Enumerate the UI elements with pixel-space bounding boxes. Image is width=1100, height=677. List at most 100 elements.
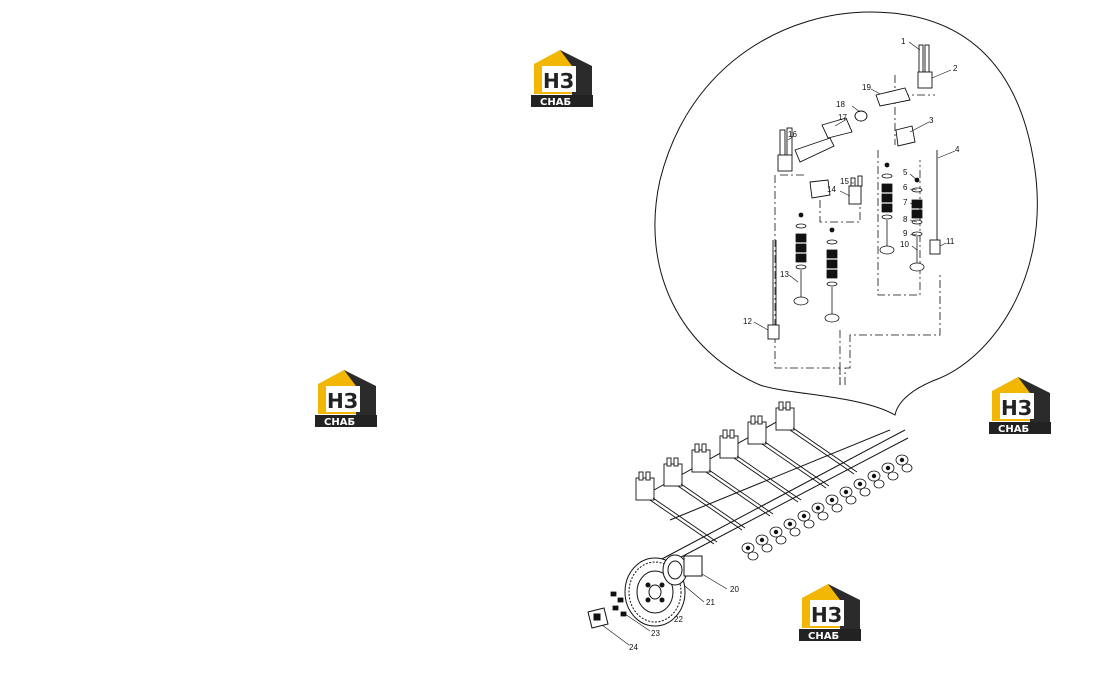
cam-lobe <box>859 487 871 497</box>
cam-lobe-center <box>871 473 877 479</box>
camshaft-assembly <box>644 419 909 567</box>
push-rod <box>764 441 830 487</box>
callout-18: 18 <box>836 100 845 109</box>
rocker-arm-bolt <box>750 415 756 425</box>
watermark-mark: НЗ <box>1001 396 1032 420</box>
cam-lobe <box>873 479 885 489</box>
push-rod <box>733 457 799 503</box>
push-rod <box>736 455 802 501</box>
rocker-arm-bolt <box>778 401 784 411</box>
camshaft-hub <box>662 554 703 586</box>
rocker-arm-bolt <box>694 443 700 453</box>
cam-lobe-center <box>899 457 905 463</box>
callout-24: 24 <box>629 643 638 652</box>
watermark-logo: НЗ СНАБ <box>314 368 378 428</box>
cam-lobe-center <box>745 545 751 551</box>
cam-lobe-center <box>759 537 765 543</box>
rocker-arm-bolt <box>673 457 679 467</box>
push-rod <box>789 429 855 475</box>
callout-16: 16 <box>788 130 797 139</box>
thrust-plate <box>587 607 609 629</box>
callout-13: 13 <box>780 270 789 279</box>
cam-lobe-center <box>801 513 807 519</box>
rocker-arm-bolt <box>757 415 763 425</box>
callout-19: 19 <box>862 83 871 92</box>
gear-bolts <box>610 591 627 617</box>
cam-lobe <box>887 471 899 481</box>
cam-lobe <box>747 551 759 561</box>
callout-10: 10 <box>900 240 909 249</box>
cam-lobe-center <box>857 481 863 487</box>
watermark-word: СНАБ <box>540 97 571 108</box>
cam-lobe <box>761 543 773 553</box>
rocker-arm-block <box>635 477 655 501</box>
watermark-mark: НЗ <box>811 603 842 627</box>
callout-8: 8 <box>903 215 908 224</box>
cam-lobe <box>803 519 815 529</box>
cam-lobe-center <box>773 529 779 535</box>
callout-17: 17 <box>838 113 847 122</box>
cam-lobes <box>741 454 913 561</box>
rocker-arms <box>635 401 858 545</box>
callout-14: 14 <box>827 185 836 194</box>
push-rod <box>652 497 718 543</box>
rocker-arm-block <box>719 435 739 459</box>
rocker-arm-block <box>691 449 711 473</box>
rocker-arm-block <box>663 463 683 487</box>
push-rod <box>680 483 746 529</box>
callout-6: 6 <box>903 183 908 192</box>
push-rod <box>649 499 715 545</box>
left-valve-stacks <box>793 212 840 323</box>
callout-3: 3 <box>929 116 934 125</box>
callout-1: 1 <box>901 37 906 46</box>
watermark-word: СНАБ <box>998 424 1029 435</box>
push-rod <box>705 471 771 517</box>
push-rod <box>761 443 827 489</box>
push-rod <box>677 485 743 531</box>
callout-22: 22 <box>674 615 683 624</box>
rocker-arm-bolt <box>701 443 707 453</box>
cam-lobe-center <box>843 489 849 495</box>
cam-lobe-center <box>815 505 821 511</box>
cam-lobe <box>845 495 857 505</box>
right-rocker-assembly <box>875 44 941 255</box>
rocker-arm-block <box>747 421 767 445</box>
push-rod <box>792 427 858 473</box>
rocker-arm-bolt <box>645 471 651 481</box>
push-rod <box>708 469 774 515</box>
cam-lobe <box>789 527 801 537</box>
callout-4: 4 <box>955 145 960 154</box>
watermark-mark: НЗ <box>543 69 574 93</box>
rocker-arm-bolt <box>785 401 791 411</box>
watermark-mark: НЗ <box>327 389 358 413</box>
cam-lobe-center <box>787 521 793 527</box>
callout-9: 9 <box>903 229 908 238</box>
callout-21: 21 <box>706 598 715 607</box>
cam-lobe <box>817 511 829 521</box>
rocker-arm-block <box>775 407 795 431</box>
left-rocker-assembly <box>777 110 868 205</box>
callout-15: 15 <box>840 177 849 186</box>
callout-2: 2 <box>953 64 958 73</box>
cam-lobe-center <box>829 497 835 503</box>
center-lines <box>774 75 941 385</box>
callout-12: 12 <box>743 317 752 326</box>
callout-20: 20 <box>730 585 739 594</box>
callouts: 1 2 3 4 5 6 7 8 9 10 11 12 13 14 15 16 1… <box>629 37 960 652</box>
callout-5: 5 <box>903 168 908 177</box>
callout-23: 23 <box>651 629 660 638</box>
rocker-arm-bolt <box>638 471 644 481</box>
watermark-word: СНАБ <box>324 417 355 428</box>
push-rod-left <box>767 240 780 340</box>
rocker-arm-bolt <box>722 429 728 439</box>
right-valve-stacks <box>879 162 925 272</box>
cam-lobe <box>775 535 787 545</box>
cam-lobe <box>831 503 843 513</box>
callout-11: 11 <box>946 237 955 246</box>
watermark-logo: НЗ СНАБ <box>988 375 1052 435</box>
callout-7: 7 <box>903 198 908 207</box>
rocker-arm-bolt <box>666 457 672 467</box>
